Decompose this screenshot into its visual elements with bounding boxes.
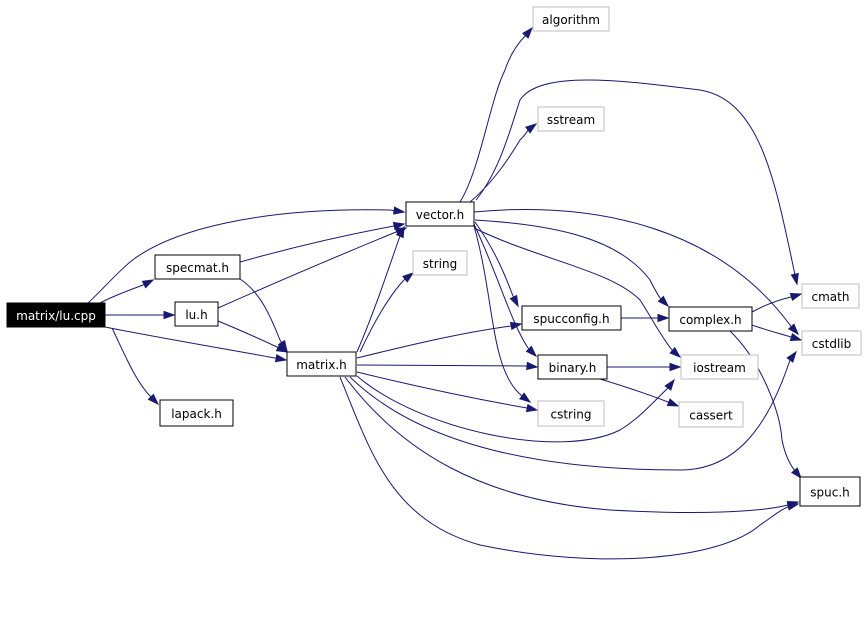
node-label: cmath	[812, 290, 850, 304]
edge-root-to-matrix	[104, 326, 288, 363]
node-label: spucconfig.h	[533, 312, 609, 326]
node-cassert: cassert	[678, 401, 744, 428]
edge-spucconfig-to-complex	[621, 313, 670, 323]
node-box	[680, 354, 759, 380]
edge-vector-to-sstream	[469, 123, 538, 203]
node-cstring: cstring	[537, 400, 605, 427]
node-lu[interactable]: lu.h	[174, 301, 219, 327]
node-box	[405, 201, 475, 227]
node-label: matrix/lu.cpp	[16, 309, 96, 323]
node-lapack[interactable]: lapack.h	[159, 399, 234, 427]
node-label: complex.h	[679, 313, 741, 327]
node-string: string	[412, 250, 468, 276]
node-vector[interactable]: vector.h	[405, 201, 475, 227]
node-box	[412, 250, 468, 276]
edge-matrix-to-cstdlib	[349, 350, 797, 471]
node-label: string	[423, 257, 457, 271]
node-iostream: iostream	[680, 354, 759, 380]
edge-lu-to-matrix	[217, 320, 289, 353]
node-box	[537, 400, 605, 427]
node-specmat[interactable]: specmat.h	[154, 254, 241, 280]
edge-vector-to-complex	[474, 219, 670, 308]
edge-vector-to-cmath	[475, 79, 799, 286]
edge-matrix-to-spuc-2	[339, 376, 800, 560]
edge-matrix-to-spuc	[344, 376, 800, 513]
edge-matrix-to-binary	[356, 361, 539, 371]
edge-root-to-lapack	[111, 327, 160, 406]
edge-vector-to-algorithm	[459, 26, 533, 203]
node-box	[159, 399, 234, 427]
node-matrix[interactable]: matrix.h	[286, 351, 357, 377]
node-spuc[interactable]: spuc.h	[799, 476, 861, 507]
edge-complex-to-cmath	[751, 292, 803, 313]
node-cstdlib: cstdlib	[801, 330, 862, 356]
edge-specmat-to-matrix	[239, 278, 288, 353]
node-box	[6, 302, 106, 328]
node-box	[537, 106, 605, 132]
node-label: cstdlib	[812, 337, 851, 351]
node-label: sstream	[547, 113, 595, 127]
node-box	[154, 254, 241, 280]
edge-matrix-to-cstring	[356, 371, 539, 413]
node-box	[678, 401, 744, 428]
node-box	[174, 301, 219, 327]
edge-binary-to-cassert	[599, 378, 680, 407]
edge-root-to-lu	[105, 310, 176, 320]
node-label: specmat.h	[166, 261, 229, 275]
node-label: lu.h	[185, 308, 207, 322]
node-box	[537, 354, 608, 380]
node-label: iostream	[693, 361, 746, 375]
edge-vector-to-binary	[473, 223, 538, 358]
node-cmath: cmath	[801, 283, 860, 309]
node-algorithm: algorithm	[532, 6, 610, 32]
node-spucconfig[interactable]: spucconfig.h	[521, 305, 622, 331]
node-label: matrix.h	[296, 358, 347, 372]
edge-root-to-specmat	[99, 279, 155, 304]
node-box	[799, 476, 861, 507]
node-complex[interactable]: complex.h	[668, 306, 753, 332]
edge-complex-to-cstdlib	[751, 324, 803, 342]
node-label: spuc.h	[810, 486, 850, 500]
edge-binary-to-iostream	[607, 362, 682, 372]
edge-lu-to-vector	[217, 227, 408, 309]
edge-vector-to-cstring	[473, 225, 532, 403]
edge-matrix-to-iostream	[356, 375, 675, 443]
node-root[interactable]: matrix/lu.cpp	[6, 302, 106, 328]
edge-matrix-to-vector	[356, 225, 405, 353]
node-sstream: sstream	[537, 106, 605, 132]
node-label: cstring	[550, 408, 591, 422]
edge-matrix-to-string	[359, 272, 415, 353]
node-box	[532, 6, 610, 32]
node-label: binary.h	[549, 361, 597, 375]
edge-vector-to-iostream	[473, 227, 682, 358]
node-box	[286, 351, 357, 377]
node-box	[801, 283, 860, 309]
node-binary[interactable]: binary.h	[537, 354, 608, 380]
edges-layer	[87, 26, 803, 560]
node-label: vector.h	[416, 208, 464, 222]
edge-root-to-vector	[87, 206, 406, 304]
edge-vector-to-spucconfig	[474, 221, 519, 308]
edge-specmat-to-vector	[239, 221, 406, 263]
node-box	[668, 306, 753, 332]
nodes-layer: matrix/lu.cpp algorithm sstream vector.h spe…	[6, 6, 862, 507]
node-box	[801, 330, 862, 356]
node-label: lapack.h	[171, 407, 222, 421]
node-label: algorithm	[542, 13, 600, 27]
edge-vector-to-cstdlib	[473, 209, 800, 336]
node-label: cassert	[689, 409, 733, 423]
node-box	[521, 305, 622, 331]
